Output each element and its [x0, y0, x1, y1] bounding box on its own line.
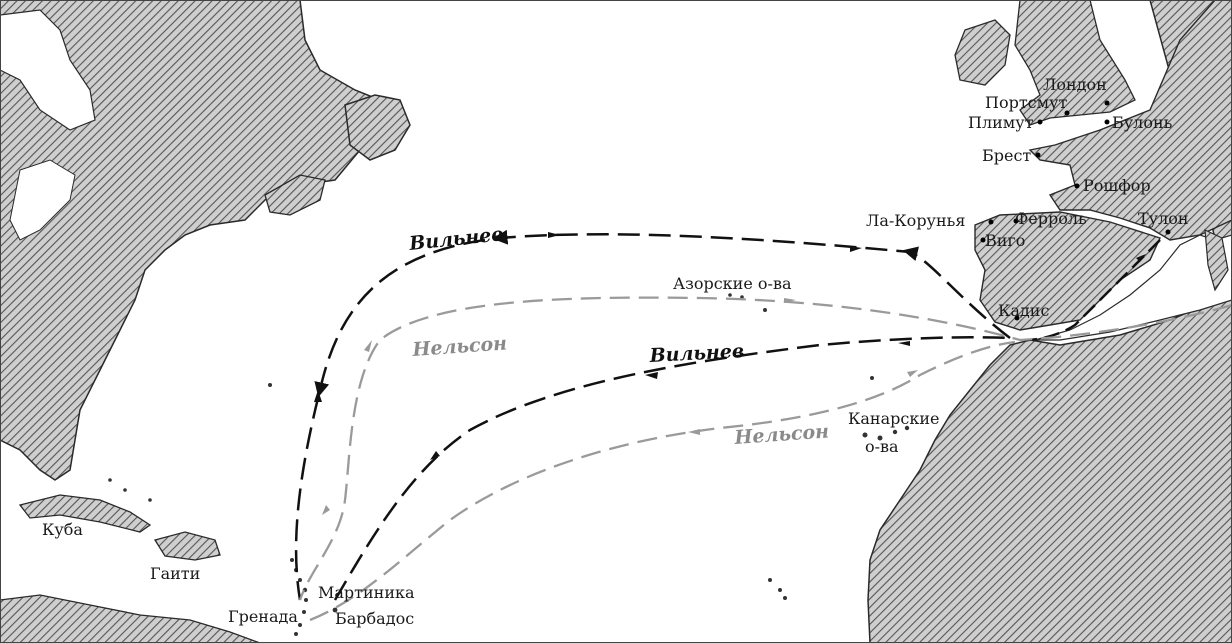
label-la-coruna: Ла-Корунья [866, 211, 965, 230]
label-cuba: Куба [42, 520, 83, 539]
route-villeneuve-return [333, 336, 1011, 601]
label-villeneuve-2: Вильнев [648, 340, 745, 367]
land-newfoundland [344, 94, 411, 161]
route-villeneuve-toulon [1024, 239, 1161, 342]
label-boulogne: Булонь [1112, 113, 1173, 132]
route-nelson-return [309, 340, 1016, 622]
label-brest: Брест [982, 146, 1031, 165]
land-north-america [0, 0, 391, 481]
label-london: Лондон [1043, 75, 1107, 94]
route-nelson-outbound [298, 296, 1232, 601]
label-martinique: Мартиника [318, 583, 415, 602]
land-cuba [18, 494, 152, 533]
lake-hudson [0, 9, 96, 131]
label-grenada: Гренада [228, 607, 298, 626]
land-france [1028, 0, 1232, 241]
land-hispaniola [153, 531, 221, 561]
label-portsmouth: Портсмут [985, 93, 1068, 112]
land-great-britain [1014, 0, 1136, 126]
label-rochefort: Рошфор [1083, 176, 1151, 195]
label-plymouth: Плимут [968, 113, 1034, 132]
label-toulon: Тулон [1138, 209, 1189, 228]
land-ireland [954, 19, 1011, 86]
route-villeneuve-outbound [294, 229, 1011, 601]
label-barbados: Барбадос [335, 609, 414, 628]
place-markers [980, 100, 1171, 321]
label-vigo: Виго [985, 231, 1025, 250]
route-arrows [314, 232, 1146, 515]
label-azores: Азорские о-ва [673, 274, 792, 293]
label-haiti: Гаити [150, 564, 200, 583]
land-italy [1204, 229, 1229, 292]
label-ferrol: Ферроль [1015, 209, 1087, 228]
label-canary-1: Канарские [848, 409, 939, 428]
land-nova-scotia [264, 174, 326, 216]
label-canary-2: о-ва [865, 437, 899, 456]
great-lakes [9, 159, 76, 241]
label-cadiz: Кадис [998, 301, 1049, 320]
land-south-america [0, 594, 261, 643]
